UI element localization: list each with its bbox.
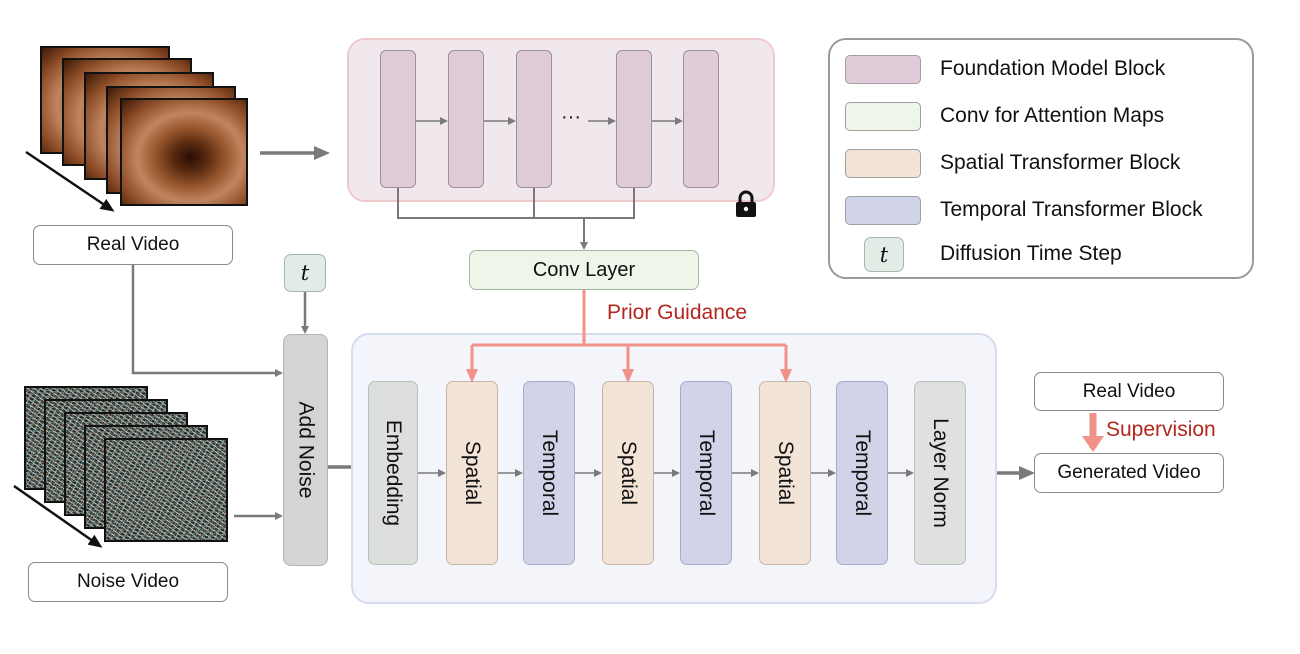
output-real-video-label: Real Video — [1034, 372, 1224, 411]
noise-video-frame — [104, 438, 228, 542]
noise-video-frames — [24, 386, 234, 546]
legend-swatch-spatial — [845, 149, 921, 178]
layer-norm-block: Layer Norm — [914, 381, 966, 565]
spatial-block: Spatial — [759, 381, 811, 565]
real-video-label: Real Video — [33, 225, 233, 265]
foundation-model-block — [380, 50, 416, 188]
temporal-block: Temporal — [523, 381, 575, 565]
generated-video-label: Generated Video — [1034, 453, 1224, 493]
real-video-time-arrow — [25, 150, 115, 212]
time-step-box: t — [284, 254, 326, 292]
real-video-frame — [120, 98, 248, 206]
legend-label-conv: Conv for Attention Maps — [940, 104, 1165, 127]
spatial-block: Spatial — [446, 381, 498, 565]
temporal-block: Temporal — [836, 381, 888, 565]
spatial-block: Spatial — [602, 381, 654, 565]
foundation-model-block — [616, 50, 652, 188]
real-video-frames — [40, 46, 250, 211]
legend-swatch-conv — [845, 102, 921, 131]
add-noise-block: Add Noise — [283, 334, 328, 566]
legend-label-foundation: Foundation Model Block — [940, 57, 1166, 80]
conv-layer: Conv Layer — [469, 250, 699, 290]
legend-label-time-step: Diffusion Time Step — [940, 242, 1122, 265]
temporal-block: Temporal — [680, 381, 732, 565]
prior-guidance-label: Prior Guidance — [607, 301, 748, 324]
legend-label-temporal: Temporal Transformer Block — [940, 198, 1203, 221]
foundation-model-block — [448, 50, 484, 188]
noise-video-label: Noise Video — [28, 562, 228, 602]
legend-swatch-foundation — [845, 55, 921, 84]
legend-label-spatial: Spatial Transformer Block — [940, 151, 1181, 174]
foundation-model-block — [516, 50, 552, 188]
legend-swatch-temporal — [845, 196, 921, 225]
legend-time-step-box: t — [864, 237, 904, 272]
ellipsis: ··· — [561, 106, 581, 128]
embedding-block: Embedding — [368, 381, 418, 565]
foundation-model-block — [683, 50, 719, 188]
lock-icon — [733, 190, 759, 218]
supervision-label: Supervision — [1106, 418, 1216, 441]
noise-video-time-arrow — [13, 484, 103, 548]
